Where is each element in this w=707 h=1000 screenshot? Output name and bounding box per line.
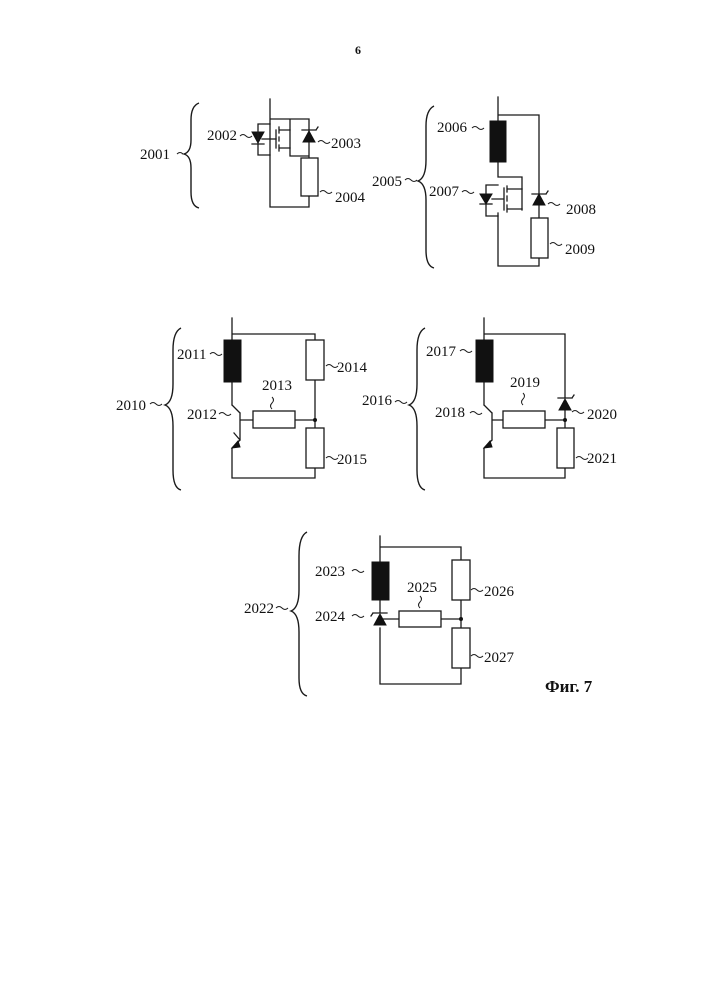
circuit-2016: 2016 2017 2018 2019 2020 2021: [362, 318, 617, 490]
circuit-2022: 2022 2023 2024 2025 2026 2027: [244, 532, 515, 696]
label-2003: 2003: [331, 136, 361, 152]
label-2001: 2001: [140, 147, 170, 163]
page-number: 6: [355, 43, 361, 57]
resistor-2009: [531, 218, 548, 258]
label-2004: 2004: [335, 190, 366, 206]
label-2021: 2021: [587, 451, 617, 467]
label-2019: 2019: [510, 375, 540, 391]
label-2007: 2007: [429, 184, 460, 200]
resistor-2025: [399, 611, 441, 627]
label-2016: 2016: [362, 393, 393, 409]
label-2025: 2025: [407, 580, 437, 596]
resistor-2021: [557, 428, 574, 468]
label-2013: 2013: [262, 378, 292, 394]
resistor-2014: [306, 340, 324, 380]
resistor-2015: [306, 428, 324, 468]
resistor-2004: [301, 158, 318, 196]
label-2002: 2002: [207, 128, 237, 144]
label-2010: 2010: [116, 398, 146, 414]
coil-2006: [490, 121, 506, 162]
zener-2008: [533, 194, 545, 205]
label-2017: 2017: [426, 344, 457, 360]
label-2012: 2012: [187, 407, 217, 423]
label-2026: 2026: [484, 584, 515, 600]
coil-2023: [372, 562, 389, 600]
diode-2007: [480, 194, 492, 204]
zener-2003: [303, 131, 315, 142]
coil-2017: [476, 340, 493, 382]
label-2024: 2024: [315, 609, 346, 625]
label-2014: 2014: [337, 360, 368, 376]
resistor-2026: [452, 560, 470, 600]
coil-2011: [224, 340, 241, 382]
label-2023: 2023: [315, 564, 345, 580]
resistor-2013: [253, 411, 295, 428]
resistor-2019: [503, 411, 545, 428]
circuit-2005: 2005 2006 2007 2008 2009: [372, 97, 596, 268]
zener-2020: [559, 399, 571, 410]
label-2005: 2005: [372, 174, 402, 190]
label-2008: 2008: [566, 202, 596, 218]
label-2027: 2027: [484, 650, 515, 666]
label-2022: 2022: [244, 601, 274, 617]
circuit-2010: 2010 2011 2012 2013 2014 2015: [116, 318, 368, 490]
label-2011: 2011: [177, 347, 206, 363]
circuit-2001: 2001 2002 2003 2004: [140, 99, 366, 208]
figure-caption: Фиг. 7: [545, 677, 593, 696]
label-2009: 2009: [565, 242, 595, 258]
label-2018: 2018: [435, 405, 465, 421]
resistor-2027: [452, 628, 470, 668]
label-2020: 2020: [587, 407, 617, 423]
label-2006: 2006: [437, 120, 468, 136]
label-2015: 2015: [337, 452, 367, 468]
